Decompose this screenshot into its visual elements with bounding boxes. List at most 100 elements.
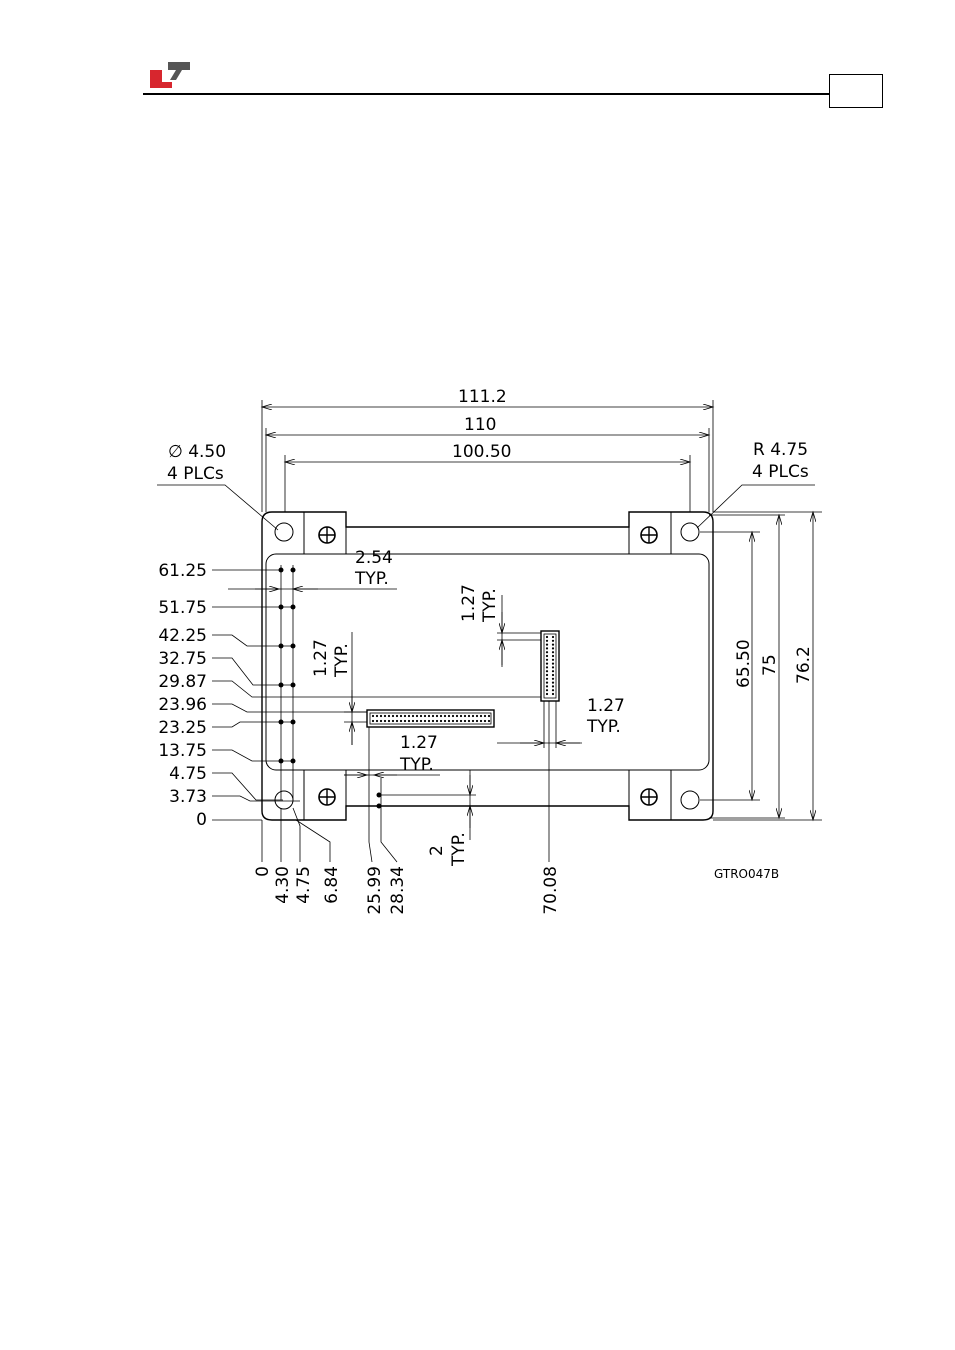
connector-pin: [424, 720, 426, 722]
connector-pin: [448, 715, 450, 717]
connector-pin: [552, 682, 554, 684]
connector-pin: [552, 651, 554, 653]
drawing-code: GTRO047B: [714, 867, 779, 881]
label-corner-radius: R 4.75: [753, 440, 808, 460]
connector-pin: [546, 647, 548, 649]
x-label: 25.99: [365, 866, 385, 915]
connector-pin: [552, 647, 554, 649]
connector-pin: [546, 666, 548, 668]
connector-pin: [384, 715, 386, 717]
connector-pin: [552, 659, 554, 661]
connector-pin: [392, 715, 394, 717]
connector-pin: [552, 636, 554, 638]
connector-pin: [452, 720, 454, 722]
x-label: 28.34: [388, 866, 408, 915]
connector-pin: [468, 720, 470, 722]
label-100-50: 100.50: [452, 442, 511, 462]
y-label: 13.75: [158, 741, 207, 761]
y-label: 0: [196, 810, 207, 830]
connector-pin: [546, 682, 548, 684]
x-label: 4.30: [273, 866, 293, 904]
connector-pin: [552, 644, 554, 646]
label-1-27-left-typ: TYP.: [332, 643, 352, 678]
connector-pin: [472, 715, 474, 717]
connector-pin: [460, 720, 462, 722]
connector-pin: [552, 640, 554, 642]
connector-pin: [388, 715, 390, 717]
label-hole-diameter: ∅ 4.50: [168, 442, 226, 462]
connector-pins-horizontal: [372, 715, 490, 722]
connector-pin: [384, 720, 386, 722]
ordinate-dots: [279, 568, 382, 809]
connector-pin: [376, 715, 378, 717]
x-label: 0: [253, 866, 273, 877]
connector-pin: [412, 715, 414, 717]
connector-pin: [468, 715, 470, 717]
connector-pin: [416, 720, 418, 722]
connector-pin: [432, 715, 434, 717]
connector-pin: [372, 715, 374, 717]
connector-pin: [546, 685, 548, 687]
connector-pin: [480, 715, 482, 717]
label-2-54: 2.54: [355, 548, 393, 568]
y-label: 3.73: [169, 787, 207, 807]
connector-pin: [376, 720, 378, 722]
y-label: 4.75: [169, 764, 207, 784]
connector-horizontal: [367, 710, 494, 727]
connector-vertical: [541, 631, 559, 701]
connector-pin: [484, 720, 486, 722]
label-1-27-left: 1.27: [311, 639, 331, 677]
connector-pin: [444, 720, 446, 722]
connector-pin: [546, 689, 548, 691]
connector-pin: [546, 659, 548, 661]
connector-pin: [464, 715, 466, 717]
connector-pin: [444, 715, 446, 717]
connector-pin: [476, 720, 478, 722]
x-label: 6.84: [322, 866, 342, 904]
connector-pin: [552, 693, 554, 695]
connector-pin: [552, 666, 554, 668]
connector-pin: [552, 663, 554, 665]
label-2-54-typ: TYP.: [354, 569, 389, 589]
y-label: 23.96: [158, 695, 207, 715]
connector-pins-vertical: [546, 636, 554, 695]
connector-pin: [480, 720, 482, 722]
label-hole-diameter-qty: 4 PLCs: [167, 464, 224, 484]
connector-pin: [440, 720, 442, 722]
connector-pin: [546, 655, 548, 657]
connector-pin: [424, 715, 426, 717]
label-corner-radius-qty: 4 PLCs: [752, 462, 809, 482]
label-1-27-top: 1.27: [459, 584, 479, 622]
connector-pin: [484, 715, 486, 717]
connector-pin: [440, 715, 442, 717]
connector-pin: [400, 720, 402, 722]
connector-pin: [372, 720, 374, 722]
label-76-2: 76.2: [794, 646, 814, 684]
leader-hole-diameter: [157, 485, 278, 530]
connector-pin: [452, 715, 454, 717]
connector-pin: [456, 720, 458, 722]
connector-pin: [404, 720, 406, 722]
connector-pin: [546, 693, 548, 695]
connector-pin: [416, 715, 418, 717]
connector-pin: [380, 720, 382, 722]
connector-pin: [420, 715, 422, 717]
connector-pin: [552, 689, 554, 691]
connector-pin: [412, 720, 414, 722]
connector-pin: [552, 655, 554, 657]
connector-pin: [400, 715, 402, 717]
connector-pin: [392, 720, 394, 722]
connector-pin: [546, 651, 548, 653]
label-65-50: 65.50: [734, 639, 754, 688]
connector-pin: [464, 720, 466, 722]
connector-pin: [428, 715, 430, 717]
connector-pin: [408, 720, 410, 722]
connector-pin: [546, 674, 548, 676]
x-label: 4.75: [294, 866, 314, 904]
connector-pin: [448, 720, 450, 722]
label-111-2: 111.2: [458, 387, 507, 407]
label-2-typ: TYP.: [449, 832, 469, 867]
label-75: 75: [760, 654, 780, 676]
connector-pin: [552, 674, 554, 676]
connector-pin: [388, 720, 390, 722]
